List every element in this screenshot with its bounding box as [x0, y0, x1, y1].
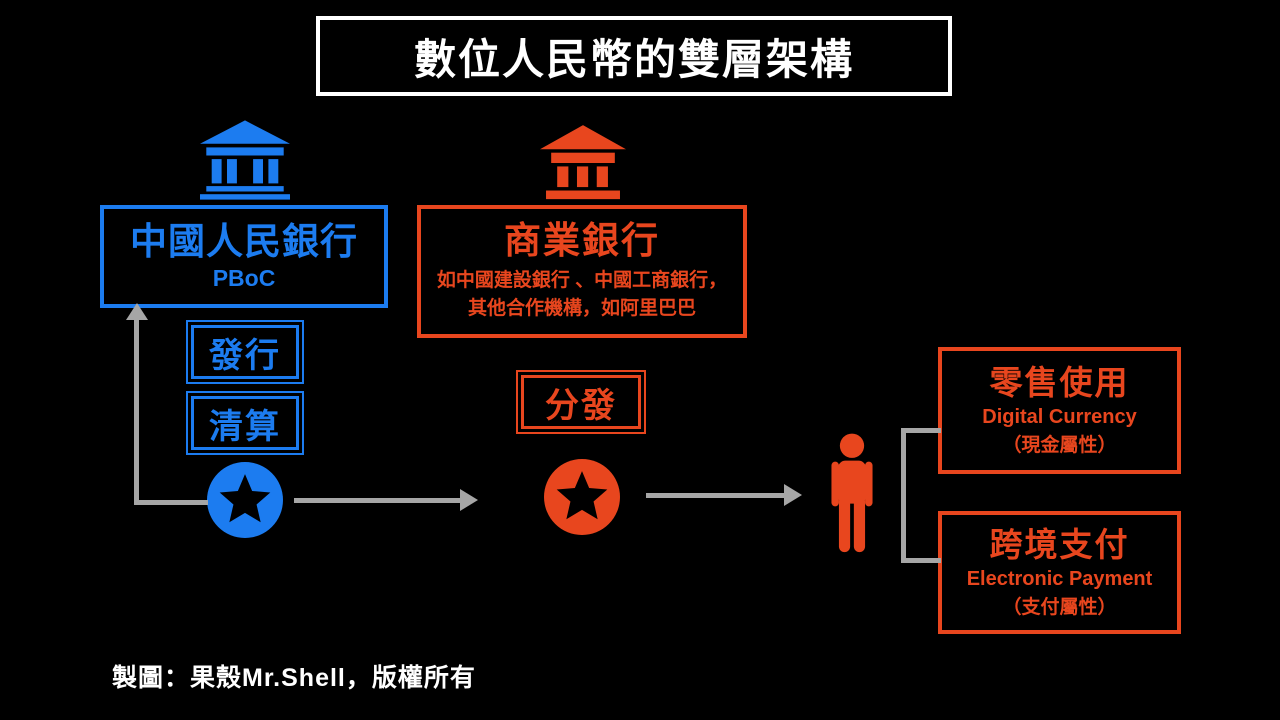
central-bank-icon: [200, 118, 290, 202]
arrow-up-icon: [126, 303, 148, 320]
use-case-crossborder-subtitle: Electronic Payment: [966, 567, 1153, 590]
commercial-bank-box: 商業銀行 如中國建設銀行 、中國工商銀行， 其他合作機構，如阿里巴巴: [417, 205, 747, 338]
use-case-retail-note: （現金屬性）: [1002, 434, 1117, 456]
use-case-retail-title: 零售使用: [989, 364, 1130, 402]
commercial-bank-desc-line2: 其他合作機構，如阿里巴巴: [467, 297, 696, 319]
flow-line-central-to-commercial: [294, 498, 460, 503]
use-case-crossborder-title: 跨境支付: [989, 526, 1130, 564]
central-bank-box: 中國人民銀行 PBoC: [100, 205, 388, 308]
function-box-clearing: 清算: [186, 391, 304, 455]
person-icon: [824, 430, 880, 566]
function-box-issue: 發行: [186, 320, 304, 384]
use-case-crossborder-note: （支付屬性）: [1002, 596, 1117, 618]
bracket-connector: [901, 428, 941, 563]
arrow-right-icon-1: [460, 489, 478, 511]
central-bank-abbr: PBoC: [212, 265, 276, 292]
commercial-bank-name: 商業銀行: [504, 219, 660, 261]
commercial-bank-desc: 如中國建設銀行 、中國工商銀行， 其他合作機構，如阿里巴巴: [437, 267, 727, 322]
use-case-retail-subtitle: Digital Currency: [982, 405, 1137, 428]
flow-line-vertical-up: [134, 316, 139, 505]
function-box-distribution: 分發: [516, 370, 646, 434]
commercial-bank-desc-line1: 如中國建設銀行 、中國工商銀行，: [436, 270, 728, 292]
use-case-box-retail: 零售使用 Digital Currency （現金屬性）: [938, 347, 1181, 474]
commercial-bank-icon: [540, 122, 626, 204]
central-token-star-icon: [207, 462, 283, 538]
commercial-token-star-icon: [544, 459, 620, 535]
flow-line-commercial-to-user: [646, 493, 784, 498]
credit-text: 製圖：果殼Mr.Shell，版權所有: [112, 664, 476, 692]
flow-line-horizontal-left: [134, 500, 208, 505]
arrow-right-icon-2: [784, 484, 802, 506]
use-case-box-crossborder: 跨境支付 Electronic Payment （支付屬性）: [938, 511, 1181, 634]
diagram-title: 數位人民幣的雙層架構: [316, 16, 952, 96]
central-bank-name: 中國人民銀行: [130, 220, 358, 262]
